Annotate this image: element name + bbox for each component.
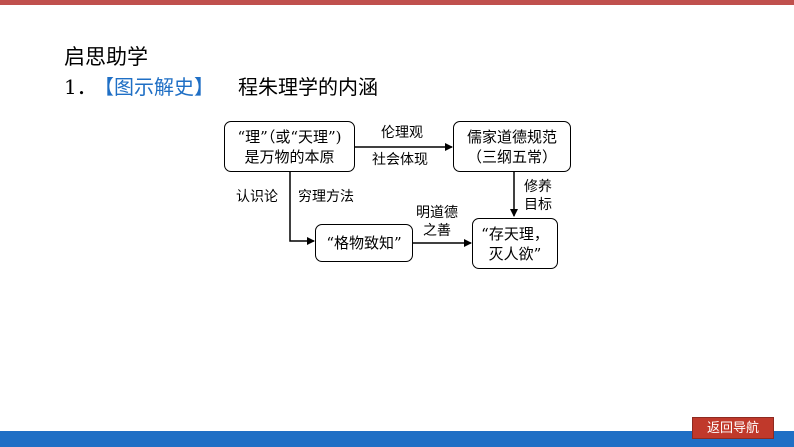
box-rujia-line2: （三纲五常）	[466, 147, 557, 166]
top-accent-bar	[0, 0, 794, 5]
label-social-embodiment: 社会体现	[372, 152, 428, 168]
label-ethics-view: 伦理观	[381, 125, 423, 141]
arrow-li-to-gewu	[289, 172, 315, 245]
box-cun-line2: 灭人欲”	[488, 244, 542, 263]
box-confucian-norms: 儒家道德规范 （三纲五常）	[453, 121, 571, 172]
box-rujia-line1: 儒家道德规范	[466, 127, 557, 146]
section-heading: 启思助学	[64, 45, 148, 69]
box-gewu-text: “格物致知”	[326, 234, 402, 252]
subtitle-text: 程朱理学的内涵	[238, 75, 378, 99]
box-gewu-zhizhi: “格物致知”	[315, 224, 413, 262]
label-epistemology: 认识论	[236, 189, 278, 205]
subtitle-bracket-label: 【图示解史】	[94, 75, 214, 99]
box-li-line2: 是万物的本原	[244, 147, 335, 166]
label-moral-goodness-2: 之善	[423, 223, 451, 239]
bottom-stripe	[0, 427, 794, 431]
box-cun-tianli: “存天理， 灭人欲”	[472, 218, 558, 269]
box-cun-line1: “存天理，	[481, 224, 549, 243]
box-li-line1: “理”（或“天理”)	[237, 127, 342, 146]
box-li-origin: “理”（或“天理”) 是万物的本原	[224, 121, 355, 172]
subtitle-line: 1．【图示解史】程朱理学的内涵	[64, 74, 378, 100]
label-inquiry-method: 穷理方法	[298, 189, 354, 205]
bottom-accent-bar	[0, 431, 794, 447]
label-cultivation-1: 修养	[524, 179, 552, 195]
back-to-nav-button[interactable]: 返回导航	[692, 417, 774, 439]
label-moral-goodness-1: 明道德	[416, 205, 458, 221]
subtitle-number: 1．	[64, 75, 97, 99]
label-cultivation-2: 目标	[524, 197, 552, 213]
